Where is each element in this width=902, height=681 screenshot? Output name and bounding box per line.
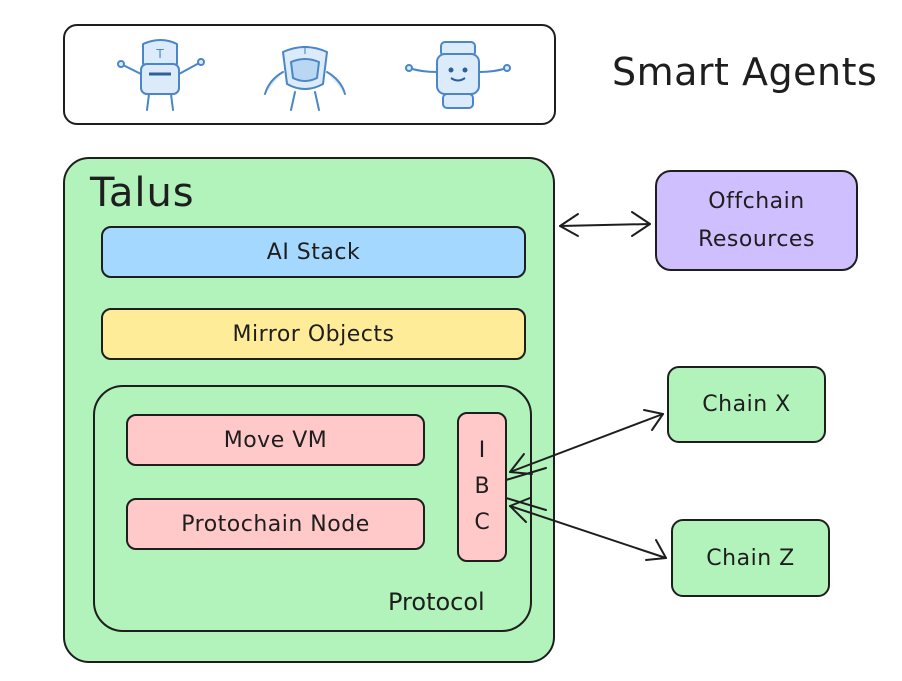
ai-stack-box: AI Stack [101,226,526,278]
arrow-head [509,453,533,475]
agent-robot-icon [405,41,511,109]
protocol-label: Protocol [388,588,485,616]
arrow-tick [505,497,547,511]
mirror-objects-label: Mirror Objects [232,321,395,347]
arrow-head [559,213,579,237]
arrow-talus-offchain [559,223,651,227]
ibc-letter: I [478,438,486,463]
mirror-objects-box: Mirror Objects [101,308,526,360]
offchain-resources-box: Offchain Resources [655,170,858,271]
agent-robot-icon: T [117,39,205,111]
protochain-node-box: Protochain Node [126,498,425,550]
smart-agents-title: Smart Agents [612,50,878,94]
arrow-head [631,211,651,237]
arrow-ibc-chain-x [509,413,664,473]
svg-text:T: T [155,47,164,61]
protochain-node-label: Protochain Node [181,511,370,537]
talus-title: Talus [90,170,195,216]
ibc-box: I B C [457,412,507,562]
smart-agents-panel: T T [63,24,556,125]
move-vm-label: Move VM [223,427,328,453]
arrow-ibc-chain-z [509,505,667,559]
agent-robot-icon: T [264,44,346,111]
chain-z-box: Chain Z [671,519,830,597]
chain-z-label: Chain Z [706,545,795,571]
arrow-head [509,497,531,523]
chain-x-label: Chain X [702,392,791,417]
ai-stack-label: AI Stack [266,239,361,265]
ibc-letter: C [474,510,490,535]
chain-x-box: Chain X [667,366,826,443]
offchain-resources-line2: Resources [698,226,815,252]
ibc-letter: B [474,474,490,499]
svg-text:T: T [301,44,309,57]
arrow-tick [505,467,547,481]
offchain-resources-line1: Offchain [708,188,805,214]
move-vm-box: Move VM [126,414,425,466]
arrow-head [643,409,664,431]
arrow-head [645,539,667,561]
